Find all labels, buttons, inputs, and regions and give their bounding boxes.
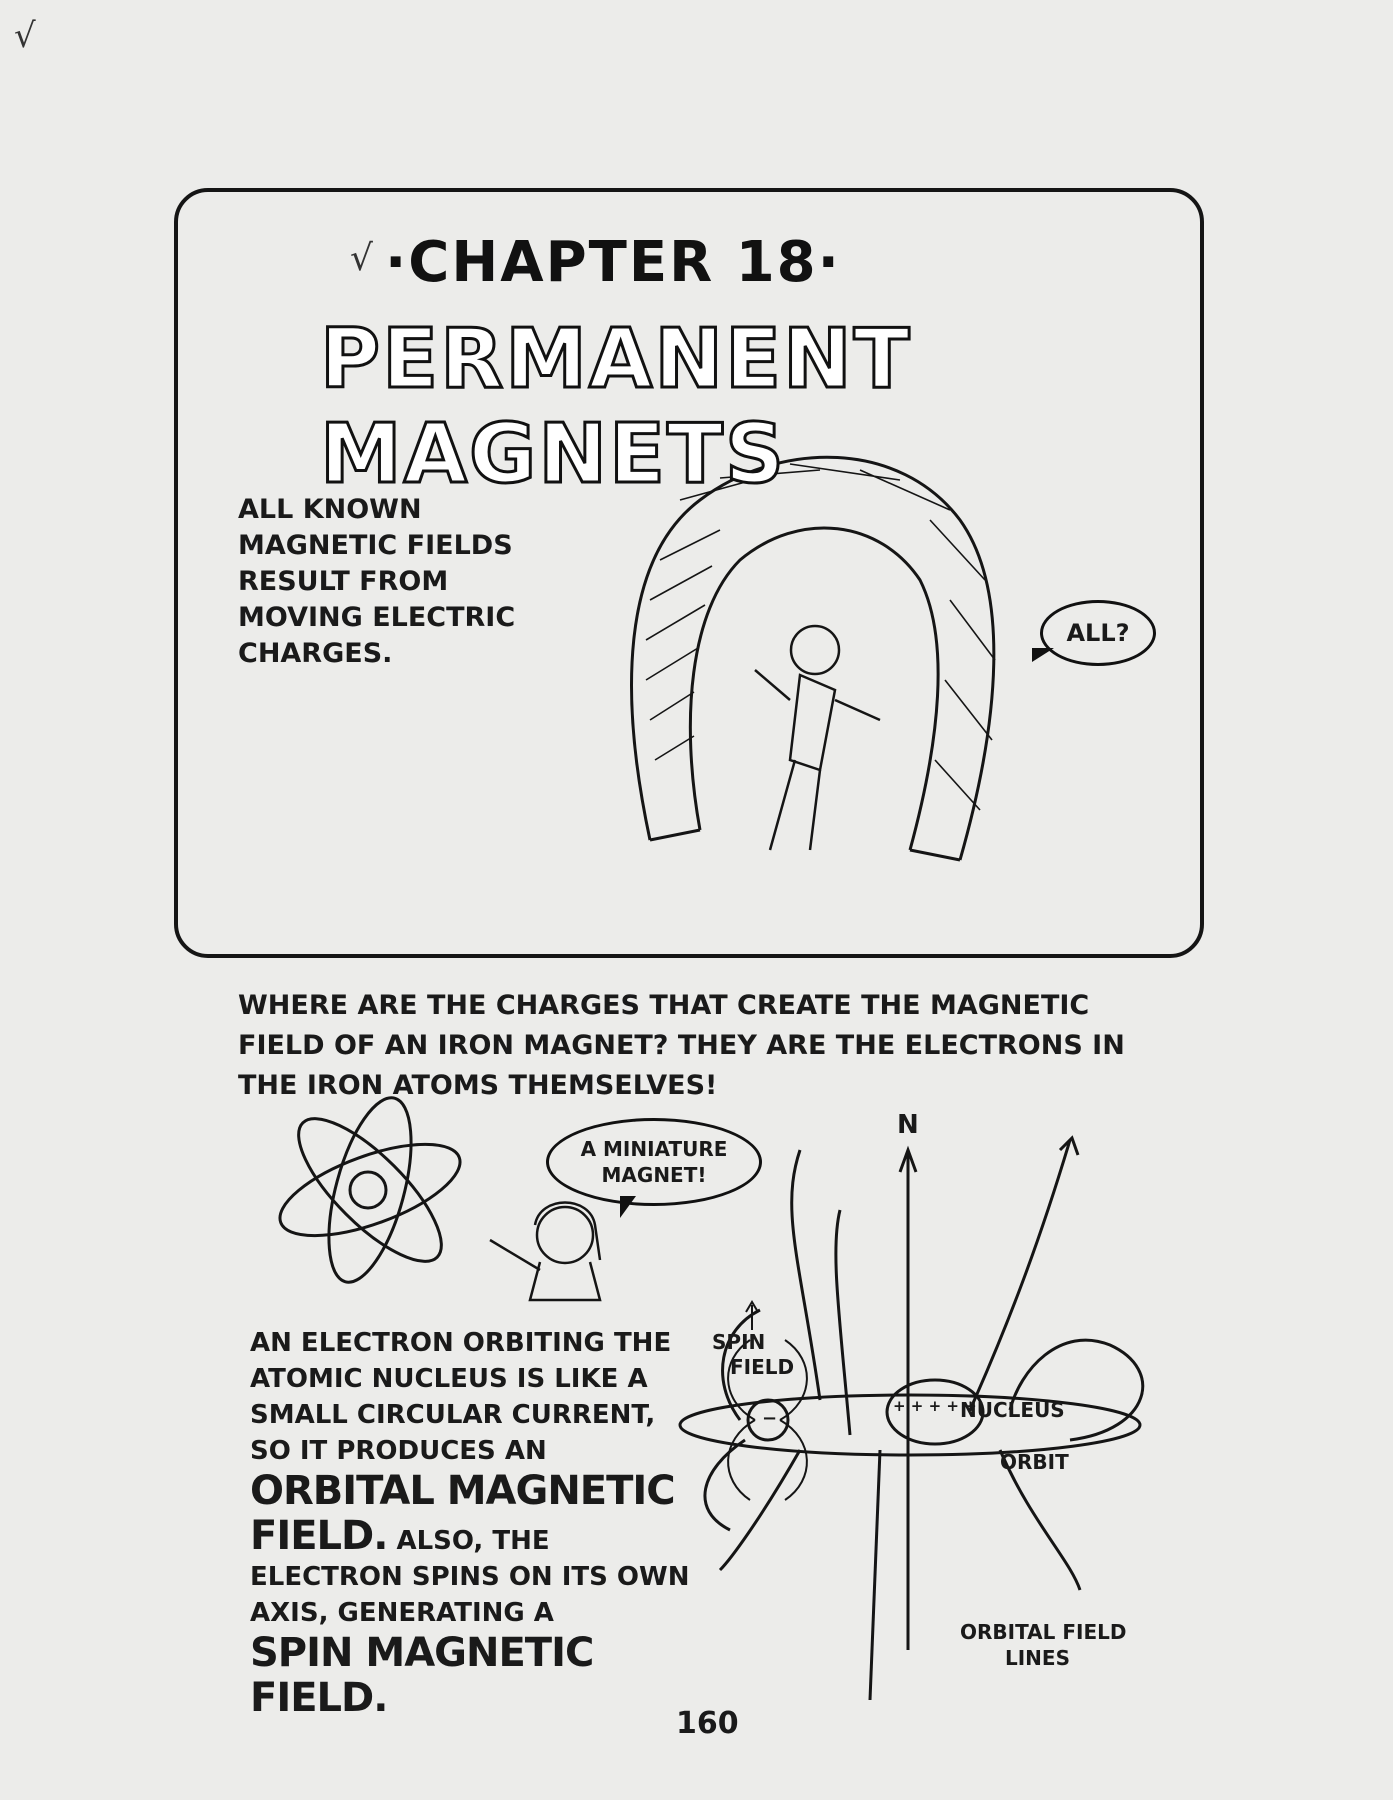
electron-charge-label: − (762, 1408, 778, 1429)
speech-bubble-tail (1032, 648, 1054, 662)
speech-bubble-tail (620, 1196, 636, 1218)
chapter-check-mark: √ (350, 238, 373, 279)
atom-illustration (278, 1096, 462, 1284)
chapter-panel (174, 188, 1204, 958)
spin-field-label-2: FIELD (730, 1355, 795, 1379)
spin-field-term: SPIN MAGNETIC FIELD. (250, 1630, 594, 1721)
electron-caption-part-2: ALSO, THE ELECTRON SPINS ON ITS OWN AXIS… (250, 1526, 690, 1628)
spin-field-label-1: SPIN (712, 1330, 766, 1354)
electron-caption: AN ELECTRON ORBITING THE ATOMIC NUCLEUS … (250, 1325, 690, 1721)
speech-bubble-all: ALL? (1040, 600, 1156, 666)
woman-figure-illustration (489, 1201, 602, 1302)
speech-bubble-all-text: ALL? (1066, 619, 1130, 647)
person-figure-illustration (754, 624, 881, 851)
page-number: 160 (676, 1706, 739, 1741)
speech-bubble-miniature: A MINIATURE MAGNET! (546, 1118, 762, 1206)
orbit-diagram (678, 1135, 1145, 1701)
speech-bubble-line-1: A MINIATURE (580, 1137, 728, 1161)
chapter-heading: ·CHAPTER 18· (385, 230, 841, 295)
orbital-field-term: ORBITAL MAGNETIC FIELD. (250, 1468, 676, 1559)
nucleus-charge-label: + + + + + (893, 1397, 977, 1415)
orbital-field-lines-label-2: LINES (1005, 1646, 1070, 1670)
nucleus-label: NUCLEUS (960, 1398, 1065, 1422)
chapter-title: PERMANENT MAGNETS (319, 311, 912, 504)
electron-caption-part-1: AN ELECTRON ORBITING THE ATOMIC NUCLEUS … (250, 1328, 672, 1466)
speech-bubble-line-2: MAGNET! (601, 1163, 707, 1187)
orbital-field-lines-label-1: ORBITAL FIELD (960, 1620, 1127, 1644)
spin-field-lines (727, 1300, 808, 1501)
margin-check-mark: √ (14, 16, 36, 56)
orbit-label: ORBIT (1000, 1450, 1069, 1474)
horseshoe-magnet-illustration (630, 455, 996, 862)
intro-caption: ALL KNOWN MAGNETIC FIELDS RESULT FROM MO… (238, 494, 516, 669)
north-label: N (897, 1110, 919, 1140)
question-caption: WHERE ARE THE CHARGES THAT CREATE THE MA… (238, 990, 1125, 1101)
